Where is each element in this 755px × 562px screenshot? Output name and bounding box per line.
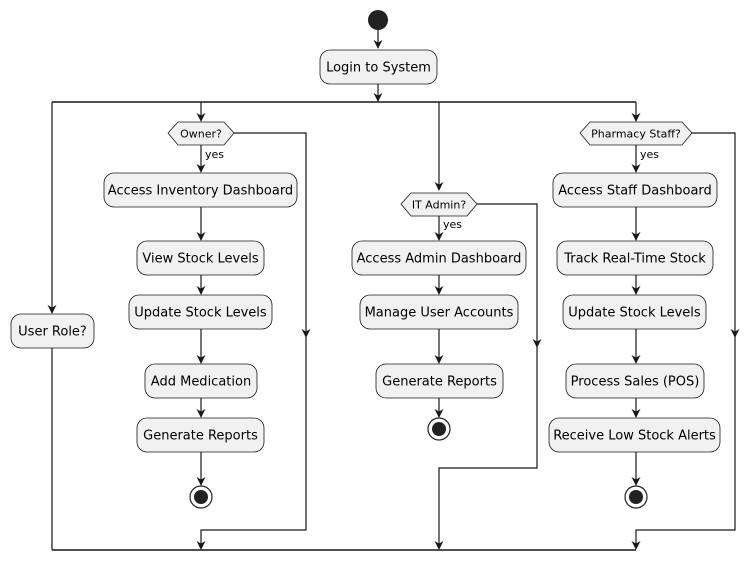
- activity-login: Login to System: [319, 49, 438, 85]
- edge-it-admin-merge: [434, 347, 538, 550]
- activity-staff-1-label: Access Staff Dashboard: [558, 184, 712, 199]
- edge-pharmacy-staff-no: [692, 132, 740, 338]
- activity-owner-4: Add Medication: [144, 363, 258, 399]
- end-node-staff: [624, 485, 648, 509]
- activity-owner-5-label: Generate Reports: [143, 429, 258, 444]
- activity-user-role-label: User Role?: [18, 325, 87, 340]
- decision-pharmacy-staff: Pharmacy Staff?: [579, 121, 693, 146]
- activity-it-admin-2: Manage User Accounts: [359, 294, 519, 330]
- activity-it-admin-1: Access Admin Dashboard: [351, 240, 527, 276]
- decision-it-admin: IT Admin?: [400, 192, 478, 217]
- activity-owner-1: Access Inventory Dashboard: [103, 172, 298, 208]
- activity-owner-2: View Stock Levels: [136, 240, 265, 276]
- activity-staff-2: Track Real-Time Stock: [556, 240, 714, 276]
- activity-staff-5: Receive Low Stock Alerts: [548, 417, 721, 453]
- decision-it-admin-yes-label: yes: [443, 218, 462, 231]
- activity-staff-1: Access Staff Dashboard: [552, 172, 718, 208]
- activity-it-admin-3: Generate Reports: [375, 363, 504, 399]
- end-node-owner: [189, 485, 213, 509]
- activity-login-label: Login to System: [326, 61, 431, 76]
- activity-staff-4-label: Process Sales (POS): [571, 375, 700, 390]
- activity-staff-5-label: Receive Low Stock Alerts: [553, 429, 716, 444]
- activity-staff-2-label: Track Real-Time Stock: [563, 252, 706, 267]
- activity-owner-3-label: Update Stock Levels: [134, 306, 267, 321]
- decision-owner-label: Owner?: [180, 128, 222, 141]
- decision-owner-yes-label: yes: [205, 148, 224, 161]
- activity-it-admin-2-label: Manage User Accounts: [365, 306, 514, 321]
- decision-pharmacy-staff-yes-label: yes: [640, 148, 659, 161]
- activity-owner-2-label: View Stock Levels: [142, 252, 258, 267]
- decision-it-admin-label: IT Admin?: [412, 199, 467, 212]
- edge-it-admin-no: [477, 203, 542, 348]
- activity-staff-4: Process Sales (POS): [565, 363, 705, 399]
- decision-owner: Owner?: [167, 121, 235, 146]
- edge-owner-no: [234, 132, 311, 338]
- activity-it-admin-3-label: Generate Reports: [382, 375, 497, 390]
- start-node: [368, 10, 388, 30]
- activity-staff-3: Update Stock Levels: [562, 294, 707, 330]
- activity-owner-4-label: Add Medication: [151, 375, 251, 390]
- activity-it-admin-1-label: Access Admin Dashboard: [357, 252, 522, 267]
- activity-staff-3-label: Update Stock Levels: [568, 306, 701, 321]
- activity-owner-5: Generate Reports: [136, 417, 265, 453]
- activity-owner-1-label: Access Inventory Dashboard: [108, 184, 293, 199]
- activity-user-role: User Role?: [10, 313, 95, 349]
- connectors: [47, 30, 740, 551]
- end-node-it-admin: [427, 417, 451, 441]
- activity-owner-3: Update Stock Levels: [128, 294, 273, 330]
- edge-pharmacy-staff-merge: [631, 337, 736, 550]
- decision-pharmacy-staff-label: Pharmacy Staff?: [591, 128, 681, 141]
- edge-owner-merge: [196, 337, 307, 550]
